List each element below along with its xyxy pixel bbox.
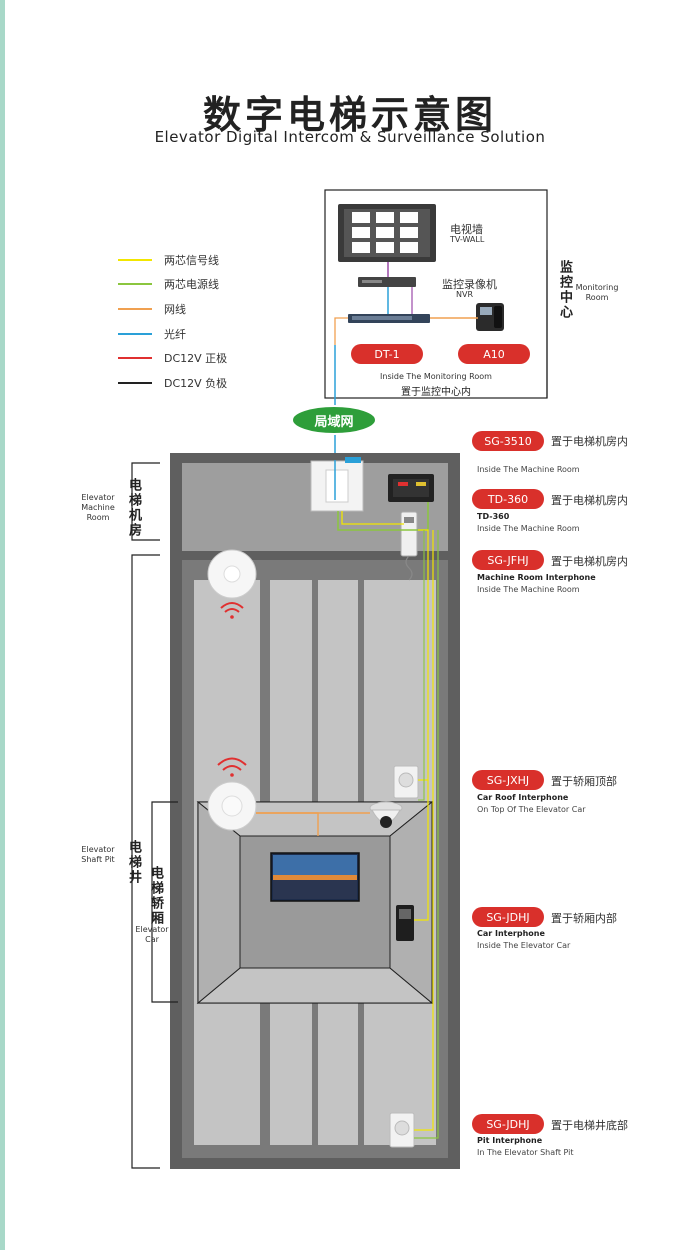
legend-label: DC12V 正极 <box>164 352 228 365</box>
car-interphone-icon <box>396 905 414 941</box>
wifi-signal-top-icon <box>220 602 244 619</box>
shaft-label-en: Elevator Shaft Pit <box>81 845 115 864</box>
wifi-signal-car-icon <box>217 757 247 777</box>
car-display-screen <box>270 852 360 902</box>
device-model: TD-360 <box>477 512 510 521</box>
device-location-en: Inside The Machine Room <box>477 524 580 533</box>
car-label-en: Elevator Car <box>135 925 169 944</box>
tv-wall-label-en: TV-WALL <box>450 235 485 244</box>
sg-3510-gateway-icon <box>310 457 364 512</box>
device-model: Pit Interphone <box>477 1136 543 1145</box>
car-roof-interphone-icon <box>393 765 419 799</box>
device-tag: SG-JDHJ <box>472 907 544 927</box>
device-location-en: Inside The Elevator Car <box>477 941 571 950</box>
page-title: 数字电梯示意图 <box>202 93 497 137</box>
legend-label: 光纤 <box>164 328 186 341</box>
tv-wall-label-cn: 电视墙 <box>450 223 483 236</box>
desk-phone-icon <box>476 303 504 331</box>
device-location-en: Inside The Machine Room <box>477 585 580 594</box>
device-location-cn: 置于轿厢内部 <box>551 912 617 925</box>
machine-room-label-cn: 电梯机房 <box>126 478 141 538</box>
device-location-cn: 置于电梯机房内 <box>551 435 628 448</box>
car-label-cn: 电梯轿厢 <box>148 866 163 926</box>
monitoring-center-label-cn: 监控中心 <box>557 260 572 320</box>
monitoring-center-label-en: Monitoring Room <box>575 283 619 302</box>
legend-label: 网线 <box>164 303 186 316</box>
td-360-power-icon <box>388 474 434 502</box>
elevator-car <box>196 800 434 1005</box>
shaft-label-cn: 电梯井 <box>126 840 141 885</box>
device-tag: TD-360 <box>472 489 544 509</box>
legend-item: DC12V 负极 <box>118 375 227 391</box>
device-tag: SG-JDHJ <box>472 1114 544 1134</box>
wireless-ap-car-icon <box>207 781 257 831</box>
legend-label: 两芯电源线 <box>164 278 219 291</box>
device-location-en: Inside The Machine Room <box>477 465 580 474</box>
machine-room-label-en: Elevator Machine Room <box>81 493 115 522</box>
a10-pill: A10 <box>458 344 530 364</box>
device-location-en: On Top Of The Elevator Car <box>477 805 586 814</box>
device-location-cn: 置于电梯机房内 <box>551 555 628 568</box>
legend-item: 光纤 <box>118 326 186 342</box>
device-tag: SG-JXHJ <box>472 770 544 790</box>
left-accent-bar <box>0 0 5 1250</box>
device-model: Car Roof Interphone <box>477 793 569 802</box>
legend-swatch <box>118 308 152 310</box>
legend-item: 两芯电源线 <box>118 276 219 292</box>
machine-room-interphone-icon <box>400 511 418 581</box>
legend-swatch <box>118 283 152 285</box>
lan-badge <box>291 405 377 435</box>
device-model: Car Interphone <box>477 929 545 938</box>
device-location-cn: 置于轿厢顶部 <box>551 775 617 788</box>
nvr-icon <box>358 277 416 287</box>
legend-item: 两芯信号线 <box>118 252 219 268</box>
dome-camera-icon <box>369 801 403 828</box>
monitoring-inside-en: Inside The Monitoring Room <box>380 372 492 381</box>
legend-label: DC12V 负极 <box>164 377 228 390</box>
pit-interphone-icon <box>389 1112 415 1148</box>
legend-swatch <box>118 333 152 335</box>
device-tag: SG-JFHJ <box>472 550 544 570</box>
device-model: Machine Room Interphone <box>477 573 596 582</box>
monitoring-inside-cn: 置于监控中心内 <box>401 387 471 398</box>
device-location-cn: 置于电梯机房内 <box>551 494 628 507</box>
page-subtitle: Elevator Digital Intercom & Surveillance… <box>154 128 546 146</box>
legend-item: DC12V 正极 <box>118 350 227 366</box>
nvr-label-cn: 监控录像机 <box>442 278 497 291</box>
lan-label: 局域网 <box>314 415 354 430</box>
device-tag: SG-3510 <box>472 431 544 451</box>
tv-wall-icon <box>338 204 436 262</box>
wireless-ap-top-icon <box>207 549 257 599</box>
nvr-label-en: NVR <box>456 290 474 299</box>
legend-item: 网线 <box>118 301 186 317</box>
device-location-cn: 置于电梯井底部 <box>551 1119 628 1132</box>
dt-1-pill: DT-1 <box>351 344 423 364</box>
legend-swatch <box>118 382 152 384</box>
legend-swatch <box>118 357 152 359</box>
legend-label: 两芯信号线 <box>164 254 219 267</box>
legend-swatch <box>118 259 152 261</box>
device-location-en: In The Elevator Shaft Pit <box>477 1148 574 1157</box>
network-switch-icon <box>348 314 430 323</box>
